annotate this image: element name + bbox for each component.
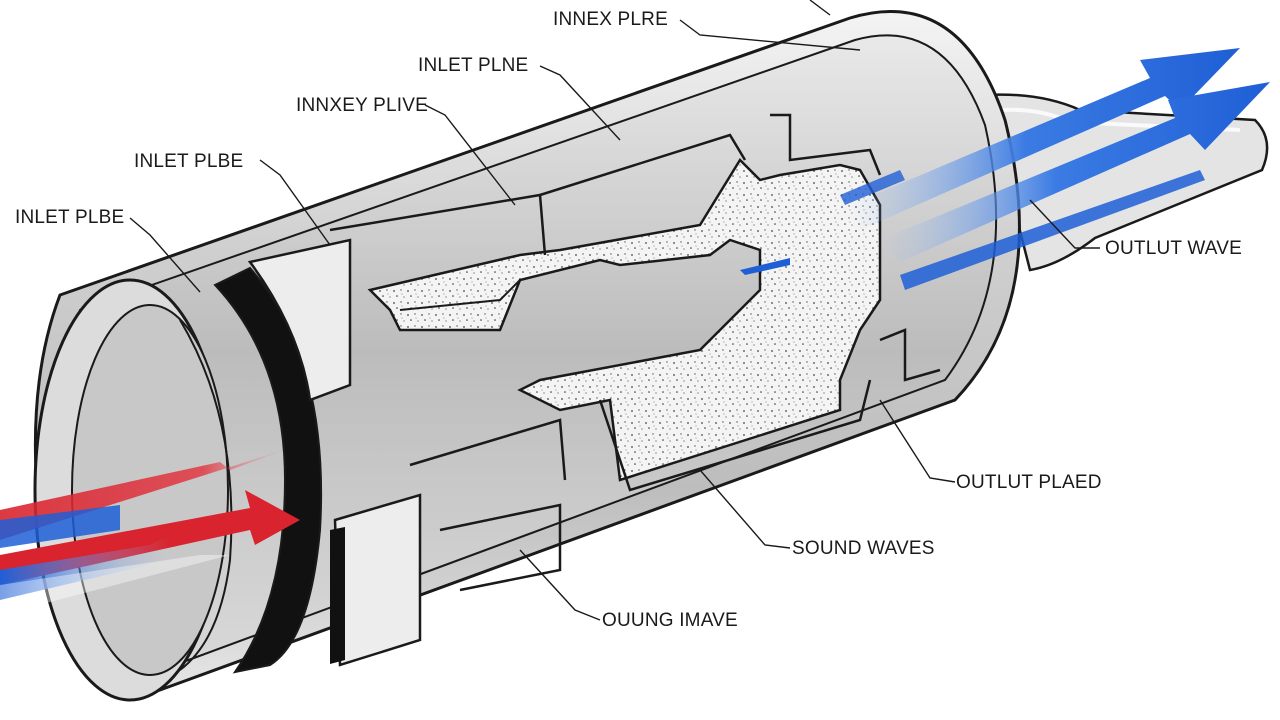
label-outlut-plaed: OUTLUT PLAED: [956, 472, 1102, 493]
label-sound-waves: SOUND WAVES: [792, 538, 935, 559]
leader-innxey-plive: [424, 104, 516, 206]
label-outlut-wave: OUTLUT WAVE: [1105, 238, 1242, 259]
label-ouung-imave: OUUNG IMAVE: [602, 610, 738, 631]
leader-inlet-plne: [539, 65, 621, 141]
label-innxey-plive: INNXEY PLIVE: [296, 95, 428, 116]
leader-sound-waves: [699, 469, 791, 549]
baffle-plates: [213, 238, 422, 674]
label-inlet-plbe-upper: INLET PLBE: [134, 151, 244, 172]
label-inlet-plbe-lower: INLET PLBE: [15, 207, 125, 228]
leader-inlet-plbe-1: [259, 159, 331, 246]
leader-innex-plre: [679, 19, 861, 51]
leader-ouung-imave: [519, 549, 601, 621]
internal-baffle-walls: [329, 113, 941, 592]
label-inlet-plne: INLET PLNE: [418, 55, 529, 76]
leader-outlut-plaed: [879, 399, 956, 483]
inlet-end-cap: [33, 278, 233, 702]
outlet-flow-arrows: [740, 48, 1270, 290]
perforated-chamber: [367, 157, 882, 482]
inlet-flow-arrows: [0, 448, 300, 615]
leader-lines: [129, 0, 1100, 621]
leader-outlut-wave: [1029, 199, 1100, 249]
leader-inlet-plbe-2: [129, 217, 201, 293]
label-innex-plre: INNEX PLRE: [553, 9, 668, 30]
